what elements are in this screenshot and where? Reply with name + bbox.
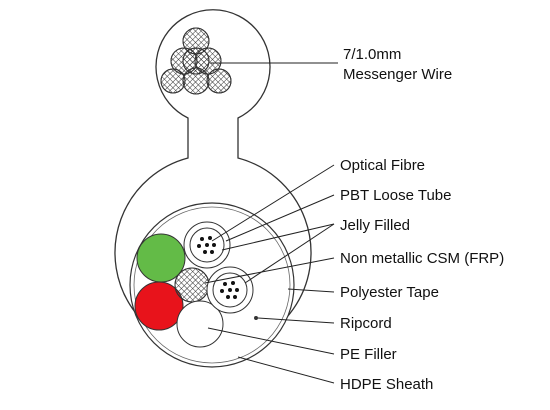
leader-non-metallic-csm [204,257,335,284]
leader-pbt-loose-tube [225,194,335,242]
red-filler [134,281,184,331]
label-non-metallic-csm: Non metallic CSM (FRP) [340,250,504,267]
leader-jelly-filled-1 [221,223,335,251]
label-hdpe-sheath: HDPE Sheath [340,376,433,393]
leader-jelly-filled-2 [244,223,335,284]
leader-polyester-tape [287,288,335,293]
leader-hdpe-sheath [237,356,335,384]
label-pbt-loose-tube: PBT Loose Tube [340,187,451,204]
leader-optical-fibre [211,164,335,242]
messenger-label-line2: Messenger Wire [343,66,452,83]
messenger-label-line1: 7/1.0mm [343,46,401,63]
leader-ripcord [257,317,335,324]
loose-tube-1 [183,221,231,269]
leader-pe-filler [207,327,335,355]
ripcord-ring [133,206,291,364]
loose-tube-2 [206,266,254,314]
ripcord-dot [254,316,258,320]
label-ripcord: Ripcord [340,315,392,332]
label-optical-fibre: Optical Fibre [340,157,425,174]
label-jelly-filled: Jelly Filled [340,217,410,234]
label-polyester-tape: Polyester Tape [340,284,439,301]
pe-filler [176,300,224,348]
label-pe-filler: PE Filler [340,346,397,363]
messenger-wire [160,27,232,95]
